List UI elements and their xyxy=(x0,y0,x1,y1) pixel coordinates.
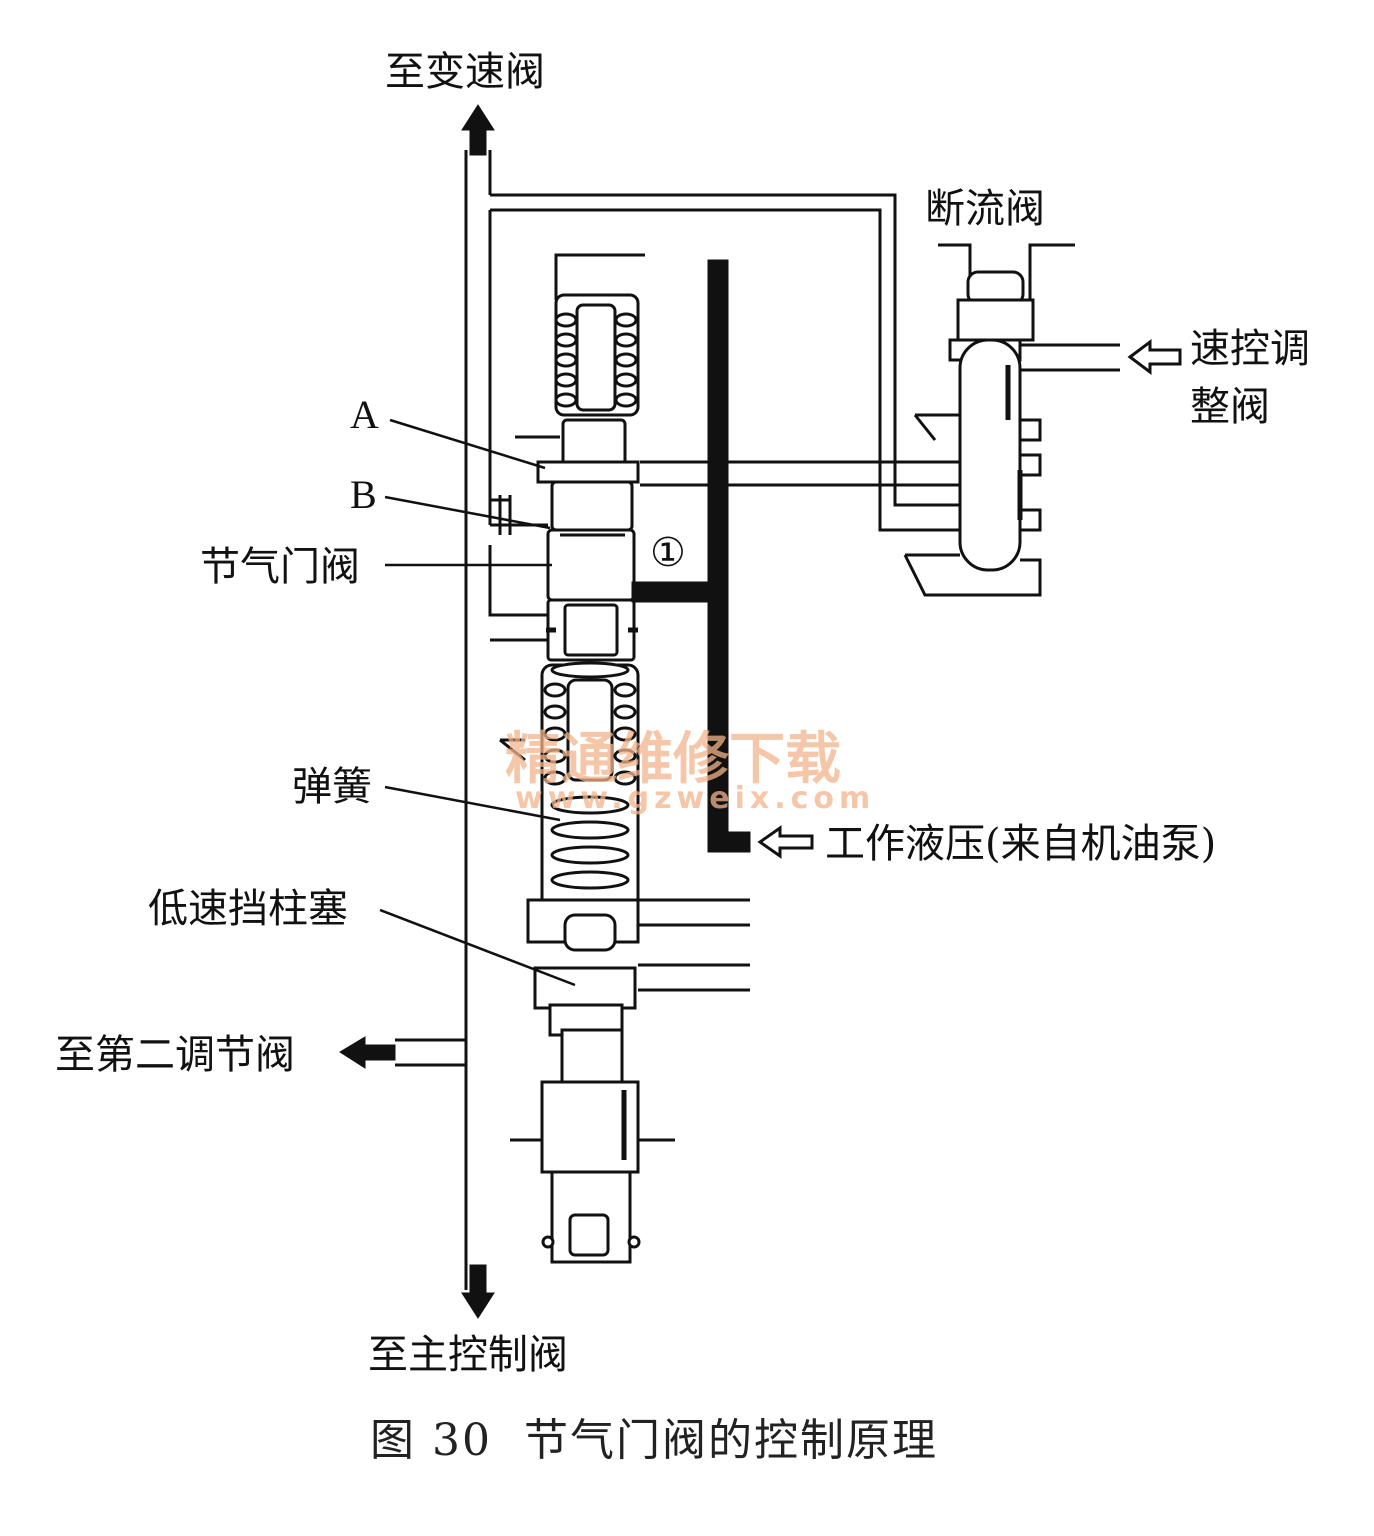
arrow-down-icon xyxy=(461,1264,495,1319)
leader-lines xyxy=(379,418,576,987)
second-regulator-branch xyxy=(339,1036,466,1069)
label-throttle-valve: 节气门阀 xyxy=(200,544,360,590)
top-branch-lines xyxy=(488,193,960,532)
watermark-url: www.gzweix.com xyxy=(515,781,875,816)
label-low-gear-plunger: 低速挡柱塞 xyxy=(148,886,348,932)
work-pressure-line xyxy=(631,259,814,859)
label-to-second-regulator: 至第二调节阀 xyxy=(55,1032,295,1078)
label-point-b: B xyxy=(350,472,377,517)
inlet-arrow-icon xyxy=(757,825,814,859)
label-spring: 弹簧 xyxy=(292,764,372,810)
label-circle-one: ① xyxy=(650,530,686,576)
label-to-shift-valve: 至变速阀 xyxy=(385,49,545,95)
throttle-valve-body xyxy=(488,253,750,1264)
upper-spring xyxy=(554,312,638,408)
cutoff-valve xyxy=(903,243,1182,597)
arrow-left-icon xyxy=(339,1036,396,1069)
watermark: 精通维修下载 www.gzweix.com xyxy=(505,727,875,816)
main-line xyxy=(461,104,495,1319)
figure-caption: 图 30 节气门阀的控制原理 xyxy=(370,1415,938,1466)
lower-spring xyxy=(543,661,637,890)
arrow-up-icon xyxy=(461,104,495,156)
governor-inlet-arrow-icon xyxy=(1127,339,1182,375)
label-to-main-control: 至主控制阀 xyxy=(368,1332,568,1378)
label-point-a: A xyxy=(350,392,379,437)
label-work-pressure: 工作液压(来自机油泵) xyxy=(825,821,1216,867)
label-speed-governor-line1: 速控调 xyxy=(1190,326,1310,372)
label-cutoff-valve: 断流阀 xyxy=(925,186,1045,232)
watermark-title: 精通维修下载 xyxy=(505,727,841,792)
label-speed-governor-line2: 整阀 xyxy=(1190,384,1270,430)
labels: 至变速阀 断流阀 速控调 整阀 A B 节气门阀 ① 弹簧 工作液压(来自机油泵… xyxy=(55,49,1310,1378)
